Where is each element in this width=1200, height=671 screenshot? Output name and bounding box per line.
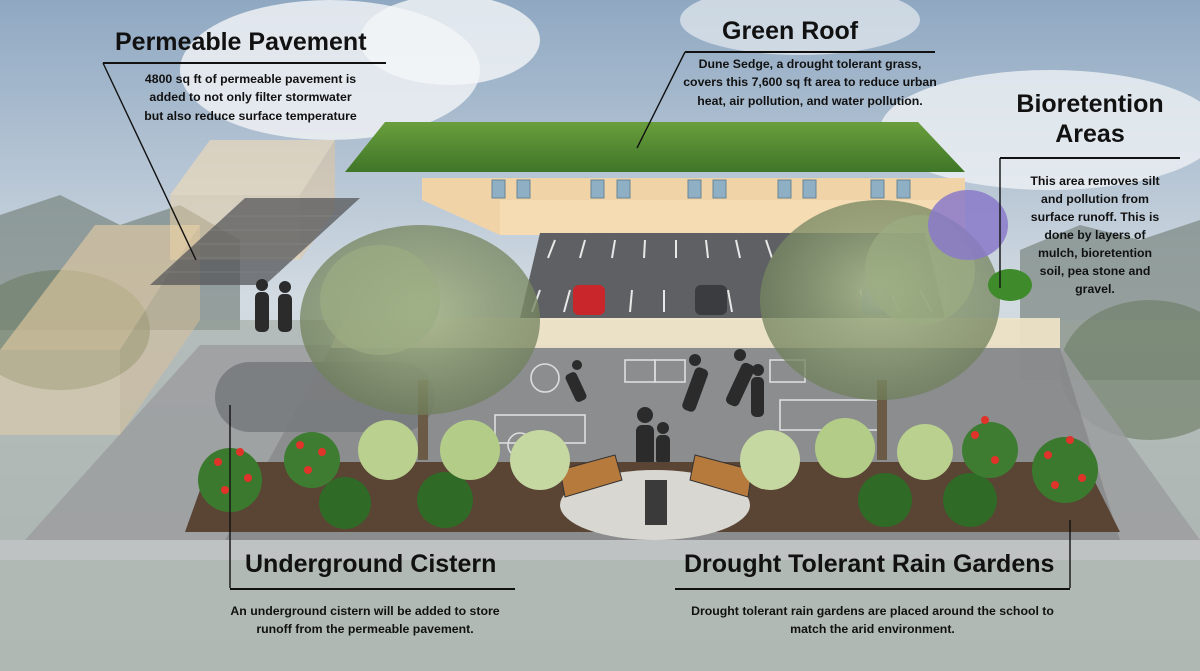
desc-line: 4800 sq ft of permeable pavement is (144, 72, 357, 86)
people-silhouettes (255, 279, 764, 470)
pavement-grid (165, 215, 340, 273)
red-flowers (214, 416, 1086, 494)
desc-line: This area removes silt (1030, 174, 1160, 188)
rain-gardens-description: Drought tolerant rain gardens are placed… (665, 602, 1080, 639)
desc-line: and pollution from (1041, 192, 1149, 207)
green-roof-title: Green Roof (722, 17, 859, 45)
rain-gardens-title: Drought Tolerant Rain Gardens (684, 550, 1055, 578)
desc-line: but also reduce surface temperature (144, 108, 357, 123)
desc-line: done by layers of (1044, 228, 1146, 243)
cistern-description: An underground cistern will be added to … (220, 602, 510, 639)
bioretention-description: This area removes silt and pollution fro… (1020, 172, 1170, 298)
desc-line: added to not only filter stormwater (149, 90, 352, 105)
green-roof-description: Dune Sedge, a drought tolerant grass, co… (675, 55, 945, 110)
cloud (680, 0, 920, 55)
desc-line: soil, pea stone and (1039, 264, 1151, 279)
bioretention-title: Bioretention Areas (1010, 89, 1170, 149)
cloud (360, 0, 540, 85)
permeable-pavement-description: 4800 sq ft of permeable pavement is adde… (118, 70, 383, 125)
car-dark (695, 285, 727, 315)
bioretention-underline (1000, 157, 1180, 159)
building-block-top (170, 140, 335, 195)
desc-line: runoff from the permeable pavement. (256, 622, 474, 637)
desc-line: An underground cistern will be added to … (230, 604, 500, 618)
permeable-pavement (150, 198, 360, 285)
desc-line: Dune Sedge, a drought tolerant grass, (698, 57, 922, 71)
permeable-pavement-underline (103, 62, 386, 64)
cistern-title: Underground Cistern (245, 550, 497, 578)
site-slab-front (0, 540, 1200, 560)
desc-line: covers this 7,600 sq ft area to reduce u… (683, 75, 937, 90)
jacaranda-tree (928, 190, 1032, 301)
title-line: Bioretention (1016, 90, 1164, 118)
desc-line: surface runoff. This is (1030, 210, 1160, 225)
building-wing-left-front (0, 350, 120, 435)
cloud (880, 70, 1200, 190)
shrubs (198, 418, 1098, 529)
foreground-reflection (0, 560, 1200, 671)
benches (559, 454, 753, 498)
car-red (573, 285, 605, 315)
desc-line: match the arid environment. (790, 622, 955, 637)
desc-line: gravel. (1075, 282, 1115, 297)
green-roof-underline (685, 51, 935, 53)
desc-line: heat, air pollution, and water pollution… (697, 93, 923, 108)
desc-line: mulch, bioretention (1037, 246, 1153, 261)
title-line: Areas (1055, 120, 1125, 148)
permeable-pavement-title: Permeable Pavement (115, 28, 367, 56)
green-roof (345, 122, 965, 172)
building-windows (491, 179, 911, 199)
drinking-fountain (645, 480, 667, 525)
cistern-underline (230, 588, 515, 590)
tree-left (300, 225, 540, 460)
rain-gardens-underline (675, 588, 1070, 590)
desc-line: Drought tolerant rain gardens are placed… (691, 604, 1054, 618)
